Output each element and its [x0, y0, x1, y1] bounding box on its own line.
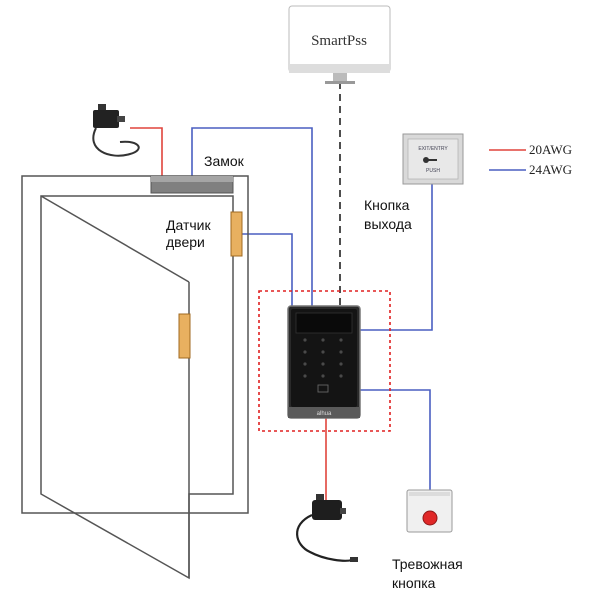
lock-to-controller-wire [191, 127, 313, 310]
reader-brand: alhua [317, 411, 332, 417]
alarm-button-label-line2: кнопка [392, 575, 436, 591]
alarm-button[interactable] [406, 489, 453, 533]
monitor-screen [292, 9, 387, 69]
reader-bottom-bar [288, 407, 360, 418]
exit-button-label-line2: выхода [364, 216, 412, 232]
card-icon [317, 384, 329, 393]
door-magnet [178, 313, 191, 359]
legend-label-24awg: 24AWG [529, 162, 572, 177]
smartpss-monitor[interactable]: SmartPss [288, 5, 391, 84]
power-adapter-bottom [296, 494, 358, 562]
controller-boundary [258, 290, 391, 432]
power-adapter-top [92, 104, 140, 157]
monitor-brand: SmartPss [311, 33, 367, 49]
exit-button-to-controller-wire [360, 178, 433, 331]
exit-plate-line1: EXIT/ENTRY [418, 146, 448, 152]
door-frame [21, 175, 249, 580]
exit-plate-line2: PUSH [426, 168, 440, 174]
sensor-to-controller-wire [242, 233, 293, 310]
alarm-button-label-line1: Тревожная [392, 556, 463, 572]
legend-label-20awg: 20AWG [529, 142, 572, 157]
monitor-stand [333, 73, 347, 81]
door-sensor-label-line2: двери [166, 234, 205, 250]
monitor-base [325, 81, 355, 84]
monitor-bezel [289, 64, 390, 73]
alarm-red-button[interactable] [422, 510, 438, 526]
alarm-button-to-controller-wire [360, 389, 431, 490]
access-reader[interactable]: alhua [287, 305, 361, 419]
wires-20awg [130, 127, 327, 500]
electric-lock [150, 175, 234, 194]
door-sensor [230, 211, 243, 257]
power-to-lock-wire [130, 127, 163, 176]
reader-keypad[interactable] [303, 338, 343, 378]
exit-button[interactable]: EXIT/ENTRY PUSH [402, 133, 464, 185]
legend: 20AWG 24AWG [489, 142, 572, 177]
door-sensor-label-line1: Датчик [166, 217, 211, 233]
reader-display [295, 312, 353, 334]
wires-24awg [191, 127, 433, 490]
key-icon [423, 157, 429, 163]
open-door-leaf [40, 195, 234, 580]
lock-label: Замок [204, 153, 245, 169]
exit-button-label-line1: Кнопка [364, 197, 410, 213]
